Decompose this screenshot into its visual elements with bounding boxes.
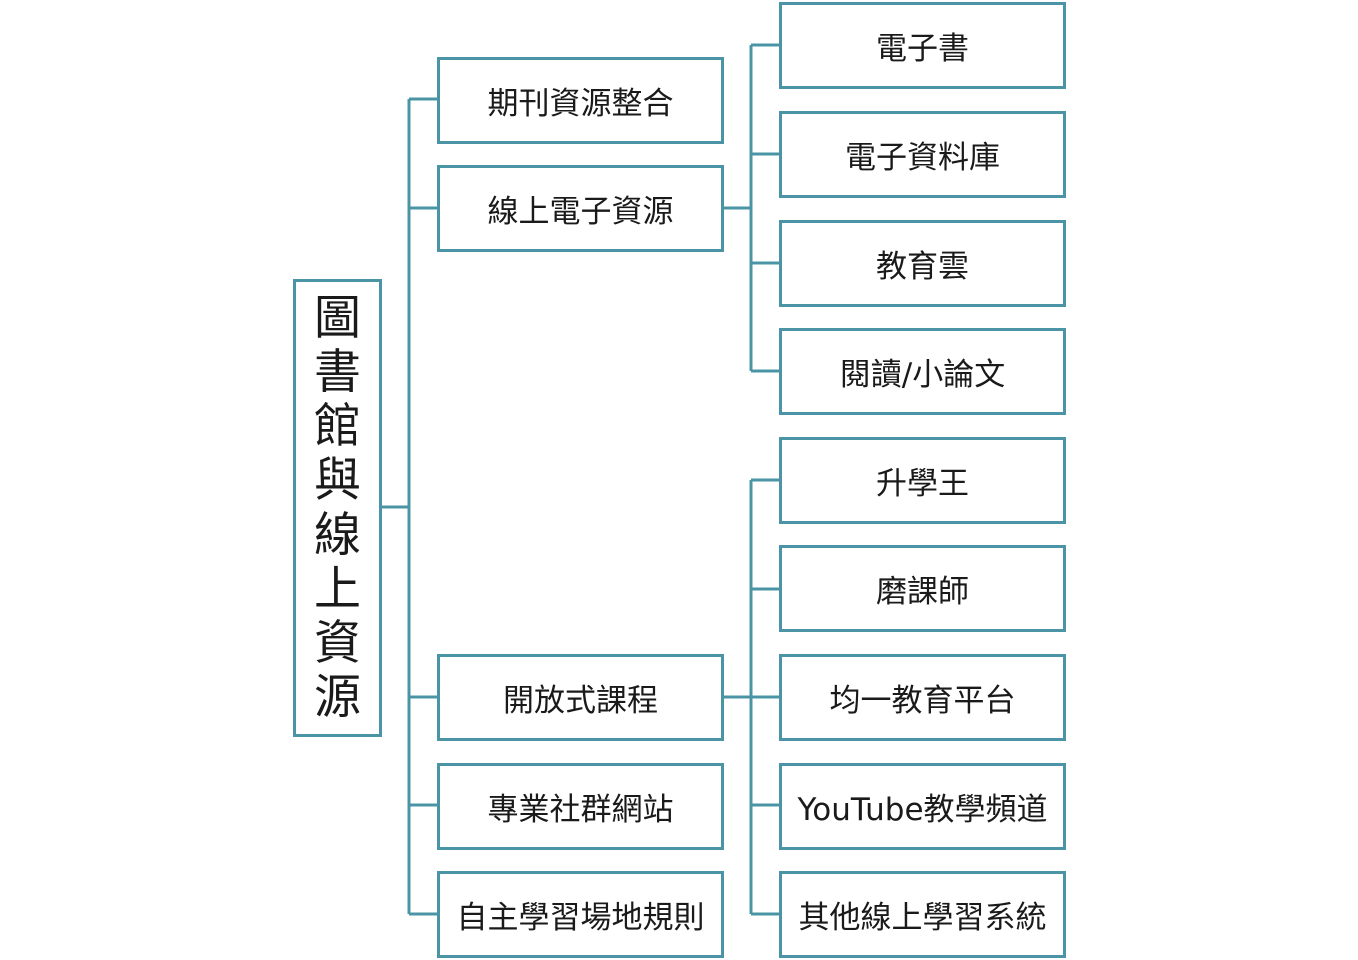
node-online-resources: 線上電子資源 bbox=[437, 165, 724, 252]
node-shengxuewang: 升學王 bbox=[779, 437, 1066, 524]
node-ebook: 電子書 bbox=[779, 2, 1066, 89]
node-journals: 期刊資源整合 bbox=[437, 57, 724, 144]
node-label: 期刊資源整合 bbox=[487, 86, 674, 122]
root-node: 圖書館與線上資源 bbox=[293, 279, 382, 737]
root-label-char: 線 bbox=[314, 507, 361, 563]
node-label: 電子資料庫 bbox=[845, 140, 1000, 176]
node-label: 自主學習場地規則 bbox=[456, 900, 705, 936]
node-label: 電子書 bbox=[876, 31, 969, 67]
node-label: 均一教育平台 bbox=[829, 683, 1016, 719]
node-junyi-academy: 均一教育平台 bbox=[779, 654, 1066, 741]
node-e-database: 電子資料庫 bbox=[779, 111, 1066, 198]
node-community-sites: 專業社群網站 bbox=[437, 763, 724, 850]
node-label: 開放式課程 bbox=[503, 683, 658, 719]
root-label-char: 圖 bbox=[314, 291, 361, 347]
root-label-char: 與 bbox=[314, 453, 361, 509]
node-label: 磨課師 bbox=[876, 574, 969, 610]
node-label: 線上電子資源 bbox=[487, 194, 674, 230]
node-education-cloud: 教育雲 bbox=[779, 220, 1066, 307]
node-study-space-rules: 自主學習場地規則 bbox=[437, 871, 724, 958]
node-other-learning-systems: 其他線上學習系統 bbox=[779, 871, 1066, 958]
node-youtube-channels: YouTube教學頻道 bbox=[779, 763, 1066, 850]
node-label: 教育雲 bbox=[876, 249, 969, 285]
node-reading-essay: 閱讀/小論文 bbox=[779, 328, 1066, 415]
root-label-char: 資 bbox=[314, 615, 361, 671]
node-label: 其他線上學習系統 bbox=[798, 900, 1047, 936]
node-label: YouTube教學頻道 bbox=[797, 792, 1048, 828]
node-open-courses: 開放式課程 bbox=[437, 654, 724, 741]
root-label-char: 館 bbox=[314, 399, 361, 455]
node-label: 升學王 bbox=[876, 466, 969, 502]
node-moocs: 磨課師 bbox=[779, 545, 1066, 632]
node-label: 專業社群網站 bbox=[487, 792, 674, 828]
root-label-char: 書 bbox=[314, 345, 361, 401]
root-label-char: 源 bbox=[314, 669, 361, 725]
node-label: 閱讀/小論文 bbox=[839, 357, 1006, 393]
root-label-char: 上 bbox=[314, 561, 361, 617]
